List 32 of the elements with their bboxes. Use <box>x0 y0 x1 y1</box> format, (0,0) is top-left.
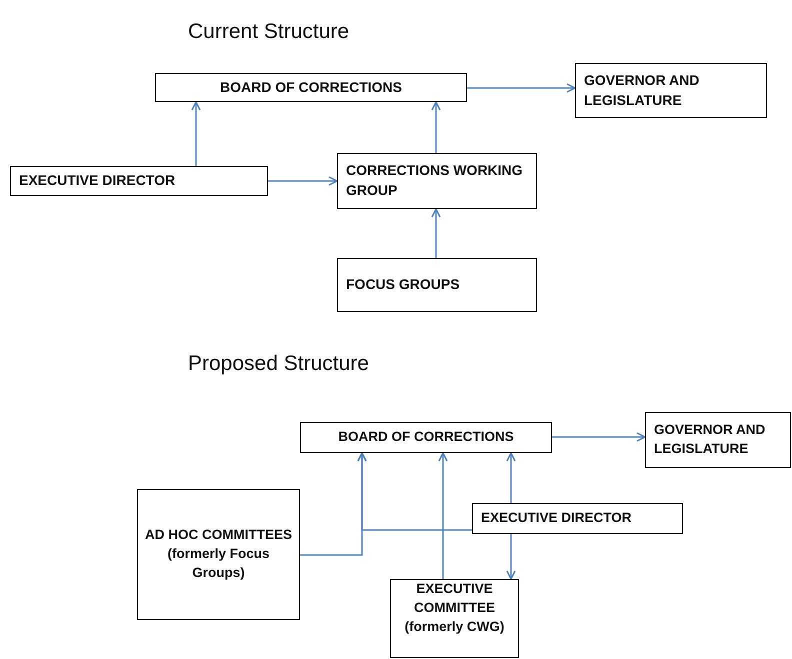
box-label: AD HOC COMMITTEES (formerly Focus Groups) <box>144 526 293 582</box>
arrow <box>357 452 472 531</box>
org-box <box>390 579 519 658</box>
box-label: EXECUTIVE COMMITTEE (formerly CWG) <box>404 580 506 636</box>
arrow <box>431 101 441 153</box>
org-box <box>337 153 537 209</box>
box-label: BOARD OF CORRECTIONS <box>220 78 402 97</box>
arrow <box>191 101 201 166</box>
box-label: CORRECTIONS WORKING GROUP <box>346 161 524 200</box>
section-heading: Current Structure <box>188 20 350 44</box>
org-box <box>155 73 467 102</box>
arrow <box>431 208 441 258</box>
org-box <box>575 63 767 118</box>
arrow <box>268 176 338 186</box>
org-box <box>645 412 791 468</box>
box-label: EXECUTIVE DIRECTOR <box>481 509 632 528</box>
section-heading: Proposed Structure <box>188 352 369 376</box>
org-box <box>337 258 537 312</box>
box-label: FOCUS GROUPS <box>346 275 460 294</box>
org-box <box>10 166 268 196</box>
box-label: BOARD OF CORRECTIONS <box>338 428 514 446</box>
arrow <box>552 432 646 442</box>
org-box <box>300 422 552 453</box>
arrow <box>467 83 576 93</box>
arrow <box>506 452 516 503</box>
box-label: EXECUTIVE DIRECTOR <box>19 171 176 190</box>
arrow <box>438 452 448 579</box>
org-box <box>472 503 683 534</box>
org-box <box>137 489 300 620</box>
arrow <box>506 534 516 580</box>
box-label: GOVERNOR AND LEGISLATURE <box>654 421 766 458</box>
box-label: GOVERNOR AND LEGISLATURE <box>584 70 700 110</box>
